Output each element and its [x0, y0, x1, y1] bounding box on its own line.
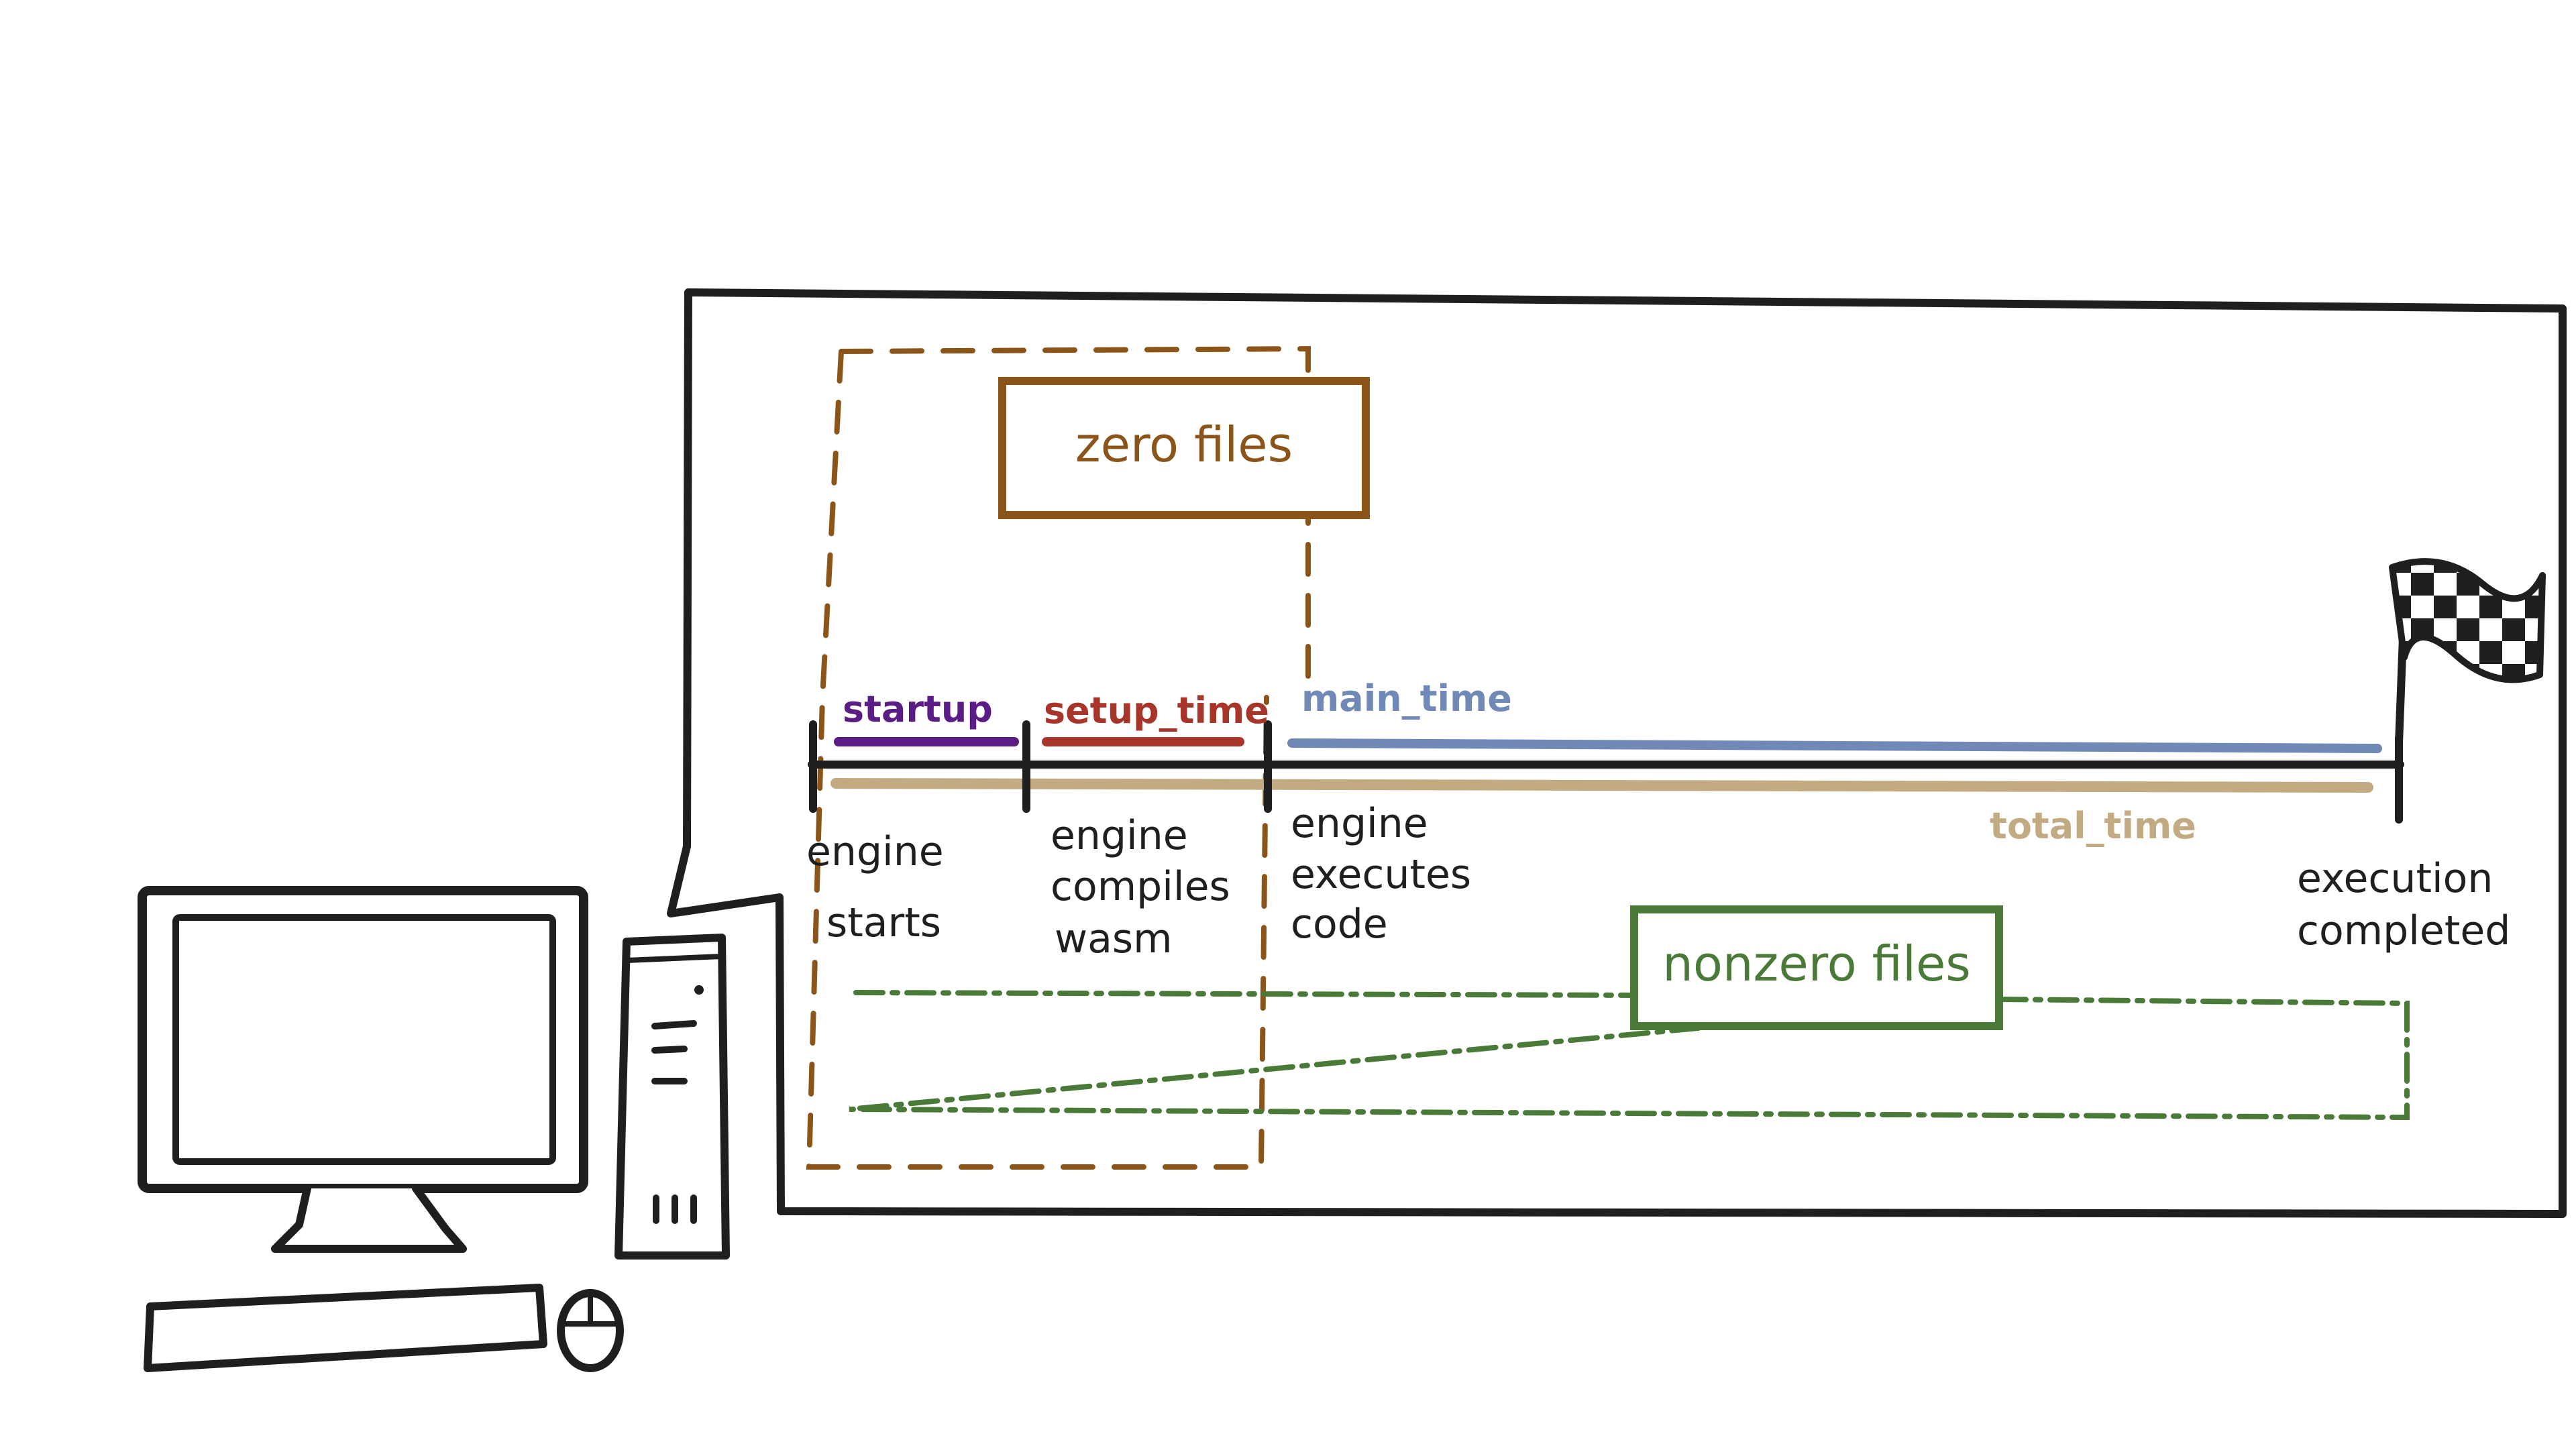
- event-execution-completed-line-1: execution: [2297, 855, 2493, 902]
- nonzero-files-box: [1630, 905, 2003, 1030]
- event-engine-compiles-line-3: wasm: [1055, 915, 1173, 962]
- flag-check: [2479, 687, 2502, 710]
- flag-check: [2411, 596, 2434, 618]
- flag-check: [2434, 573, 2457, 596]
- flag-check: [2525, 561, 2542, 573]
- main-time-label: main_time: [1301, 677, 1512, 720]
- event-engine-executes-line-1: engine: [1291, 800, 1428, 847]
- event-engine-executes-line-3: code: [1291, 901, 1388, 948]
- flag-check: [2502, 687, 2525, 710]
- desktop-computer-icon: [138, 886, 730, 1372]
- flag-check: [2502, 561, 2525, 573]
- flag-check: [2479, 641, 2502, 664]
- setup-time-label: setup_time: [1044, 689, 1269, 732]
- flag-check: [2457, 596, 2479, 618]
- flag-check: [2502, 641, 2525, 664]
- event-engine-compiles-line-1: engine: [1051, 812, 1188, 859]
- startup-label: startup: [843, 688, 993, 730]
- flag-check: [2525, 687, 2548, 710]
- event-engine-compiles-line-2: compiles: [1051, 863, 1230, 910]
- event-execution-completed-line-2: completed: [2297, 907, 2510, 954]
- flag-check: [2502, 664, 2525, 680]
- flag-check: [2411, 573, 2434, 596]
- flag-check: [2502, 618, 2525, 641]
- flag-check: [2434, 596, 2457, 618]
- total-time-line: [830, 778, 2373, 793]
- flag-check: [2411, 687, 2434, 710]
- event-engine-executes: engine executes code: [1291, 800, 1484, 948]
- speech-bubble-frame: [667, 288, 2567, 1218]
- flag-check: [2479, 596, 2502, 618]
- flag-check: [2479, 618, 2502, 641]
- zero-files-box: [998, 377, 1370, 519]
- zero-files-region: [806, 345, 1311, 1170]
- event-engine-starts-line-2: starts: [826, 899, 941, 946]
- flag-check: [2479, 561, 2502, 573]
- total-time-label: total_time: [1990, 805, 2196, 847]
- nonzero-files-region: [849, 990, 2410, 1121]
- keyboard: [144, 1284, 547, 1372]
- flag-check: [2457, 618, 2479, 641]
- flag-check: [2411, 664, 2434, 680]
- pc-tower: [614, 934, 730, 1260]
- event-engine-compiles: engine compiles wasm: [1051, 812, 1243, 962]
- checkered-flag-icon: [2389, 558, 2548, 747]
- flag-check: [2502, 573, 2525, 596]
- monitor-screen: [172, 914, 556, 1165]
- flag-check: [2434, 687, 2457, 710]
- flag-check: [2434, 664, 2457, 680]
- zero-files-label: zero files: [1075, 416, 1293, 473]
- event-engine-executes-line-2: executes: [1291, 851, 1471, 898]
- monitor-stand: [271, 1184, 467, 1253]
- event-execution-completed: execution completed: [2297, 855, 2510, 954]
- flag-check: [2525, 641, 2542, 664]
- flag-check: [2457, 687, 2479, 710]
- flag-check: [2411, 641, 2434, 664]
- nonzero-files-label: nonzero files: [1662, 936, 1971, 992]
- monitor: [138, 886, 588, 1193]
- event-engine-starts-line-1: engine: [806, 828, 944, 875]
- flag-check: [2434, 618, 2457, 641]
- main-time-line: [1287, 738, 2382, 753]
- event-engine-starts: engine starts: [806, 828, 957, 946]
